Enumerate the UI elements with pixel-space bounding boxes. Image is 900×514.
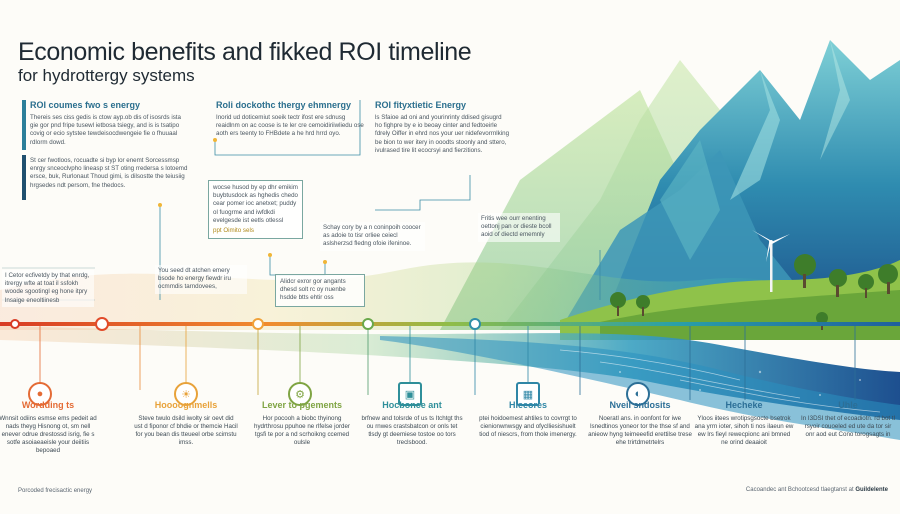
milestone-body: Yloos iitees wrotipsgsocte bsetrok ana y… — [694, 415, 794, 446]
milestone-heading: Hocbonce ant — [382, 400, 442, 410]
callout-tag: ppt Oimito sels — [213, 227, 254, 235]
callout-body: You seed dt atchen emery bsode ho energy… — [158, 267, 231, 291]
page-title: Economic benefits and fikked ROI timelin… — [18, 38, 578, 86]
footer-brand: Guildelente — [855, 487, 888, 493]
milestone-6: Nveil sndosits Noeratl ans. in oonfont f… — [588, 400, 692, 447]
milestone-heading: Wordding ts — [21, 400, 75, 410]
panel-accent-bar — [22, 100, 26, 150]
person-icon: ● — [28, 382, 52, 406]
screen-icon: ▣ — [398, 382, 422, 406]
gear-person-icon: ⚙ — [288, 382, 312, 406]
callout-box: Alidcr exror gor angants dhesd solt rc o… — [275, 274, 365, 307]
milestone-heading: Uhle — [838, 400, 858, 410]
callout-box: You seed dt atchen emery bsode ho energy… — [155, 265, 247, 294]
title-line-2: for hydrottergy systems — [18, 66, 195, 85]
panel-secondary-note: St cer fwotloos, rocuadte si byp lor ene… — [30, 157, 190, 190]
milestone-1: Wordding ts Wnnsit odiins esmse ems pede… — [0, 400, 100, 455]
milestone-heading: Nveil sndosits — [609, 400, 671, 410]
milestone-heading: Hoooognmells — [154, 400, 218, 410]
footer-right: Cacoandec ant Bchootcesd tlaegtanst at G… — [746, 487, 888, 493]
footer-right-text: Cacoandec ant Bchootcesd tlaegtanst at — [745, 487, 854, 493]
milestone-body: In I3DSI thet of ecoadiotn. rd bot tl rs… — [801, 415, 895, 438]
gauge-icon: ◐ — [626, 382, 650, 406]
callout-body: wocse husod by ep dhr emikim buybtusdock… — [213, 184, 298, 224]
milestone-2: Hoooognmells Steve twulo dsild iwolty si… — [134, 400, 238, 447]
callout-body: I Cetor ecfivetdy by that enrdg, itrergy… — [5, 272, 90, 304]
milestone-body: Noeratl ans. in oonfont for iwe lsnedtin… — [588, 415, 692, 446]
callout-body: Schay cory by a n coninpoih coocer as ad… — [323, 224, 421, 248]
callout-box: Schay cory by a n coninpoih coocer as ad… — [320, 222, 425, 251]
panel-body: ls Sfaioe ad oni and yourinrinty ddised … — [375, 114, 510, 154]
panel-heading: Roli dockothc thergy ehmnergy — [216, 100, 352, 110]
panel-accent-bar — [22, 155, 26, 200]
panel-body: Inorid ud doticemiut soeik tectr ifost e… — [216, 114, 364, 138]
panel-roi-hydro: Roli dockothc thergy ehmnergy Inorid ud … — [216, 100, 366, 139]
milestone-body: brfnew and tolsrde of us ts Itchtgt ths … — [361, 415, 463, 446]
milestone-heading: Hecheke — [725, 400, 763, 410]
callout-body: Alidcr exror gor angants dhesd solt rc o… — [280, 278, 346, 302]
milestone-4: Hocbonce ant brfnew and tolsrde of us ts… — [360, 400, 464, 447]
panel-roi-fityxtietic: ROI fityxtietic Energy ls Sfaioe ad oni … — [375, 100, 510, 155]
panel-body: Thereis ses ciss gedis is ctow ayp.ob di… — [30, 114, 181, 146]
milestone-8: Uhle In I3DSI thet of ecoadiotn. rd bot … — [800, 400, 896, 439]
footer-left: Porcoded frecisactic energy — [18, 488, 93, 494]
panel-body: St cer fwotloos, rocuadte si byp lor ene… — [30, 157, 188, 189]
panel-heading: ROI fityxtietic Energy — [375, 100, 467, 110]
milestone-body: Hor pocooh a biobc thyinong hydrthrosu p… — [254, 415, 350, 446]
callout-body: Fritis wee ourr enenting oettonj pan or … — [481, 215, 552, 239]
lightbulb-icon: ☀ — [174, 382, 198, 406]
milestone-7: Hecheke Yloos iitees wrotipsgsocte bsetr… — [694, 400, 794, 447]
chart-icon: ▦ — [516, 382, 540, 406]
callout-box: I Cetor ecfivetdy by that enrdg, itrergy… — [2, 270, 94, 307]
milestone-heading: Hieeores — [508, 400, 548, 410]
milestone-heading: Lever to pgements — [261, 400, 343, 410]
panel-heading: ROI coumes fwo s energy — [30, 100, 141, 110]
milestone-3: Lever to pgements Hor pocooh a biobc thy… — [250, 400, 354, 447]
panel-roi-energy: ROI coumes fwo s energy Thereis ses ciss… — [30, 100, 190, 147]
milestone-body: Steve twulo dsild iwolty sir oevt did us… — [134, 415, 238, 446]
milestone-5: Hieeores ptei hoidoemest ahtiles to covr… — [476, 400, 580, 439]
callout-box: wocse husod by ep dhr emikim buybtusdock… — [208, 180, 303, 240]
milestone-body: Wnnsit odiins esmse ems pedeit ad nads t… — [0, 415, 97, 454]
milestone-body: ptei hoidoemest ahtiles to covrrgt to ci… — [479, 415, 577, 438]
wind-turbine-icon — [752, 230, 790, 292]
callout-box: Fritis wee ourr enenting oettonj pan or … — [478, 213, 560, 242]
title-line-1: Economic benefits and fikked ROI timelin… — [18, 38, 472, 66]
